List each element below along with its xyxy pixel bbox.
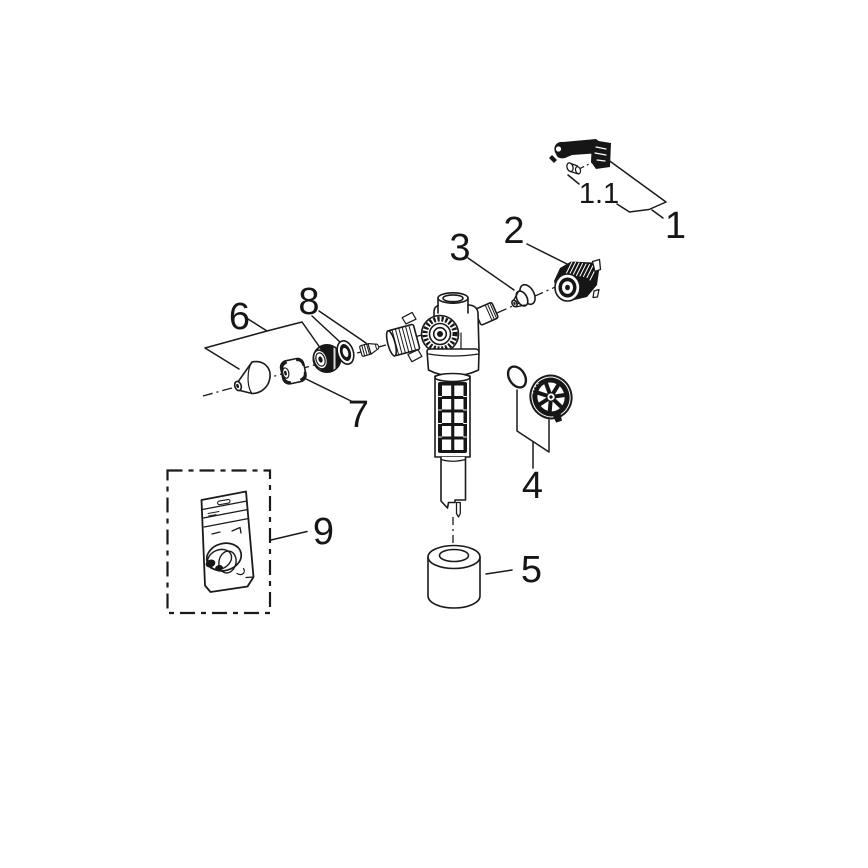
filter-grid-holes bbox=[442, 385, 464, 450]
leader-lines bbox=[204, 158, 667, 575]
label-7: 7 bbox=[348, 394, 369, 436]
damper-cylinder-part bbox=[427, 544, 481, 609]
label-8: 8 bbox=[298, 281, 319, 323]
part-labels: 1.1 1 2 3 4 5 6 7 8 9 bbox=[229, 178, 686, 591]
square-nut-part bbox=[279, 357, 307, 385]
knurled-cap-part bbox=[554, 258, 602, 302]
filter-screw-part bbox=[359, 342, 380, 357]
float-lever-part bbox=[549, 139, 611, 175]
service-kit-box bbox=[166, 469, 272, 615]
lever-nut bbox=[566, 162, 582, 175]
valve-inlet-thread bbox=[385, 311, 423, 363]
lever-eye bbox=[555, 146, 562, 152]
label-4: 4 bbox=[522, 465, 543, 507]
label-1: 1 bbox=[665, 205, 686, 247]
valve-front-boss bbox=[420, 314, 460, 354]
washer-part bbox=[336, 340, 355, 365]
cone-seal-part bbox=[511, 283, 536, 308]
o-ring-part bbox=[506, 365, 528, 389]
seal-cone-part bbox=[233, 360, 271, 395]
label-9: 9 bbox=[313, 511, 334, 553]
valve-body-part bbox=[385, 291, 499, 377]
label-3: 3 bbox=[449, 227, 470, 269]
seal-bag bbox=[200, 490, 255, 593]
label-6: 6 bbox=[229, 296, 250, 338]
label-1-1: 1.1 bbox=[579, 178, 619, 210]
impeller-wheel-part bbox=[529, 374, 573, 423]
label-2: 2 bbox=[503, 210, 524, 252]
label-5: 5 bbox=[521, 549, 542, 591]
valve-side-port bbox=[474, 301, 499, 326]
filter-shaft-part bbox=[434, 372, 471, 518]
hex-nut-part bbox=[312, 343, 342, 374]
